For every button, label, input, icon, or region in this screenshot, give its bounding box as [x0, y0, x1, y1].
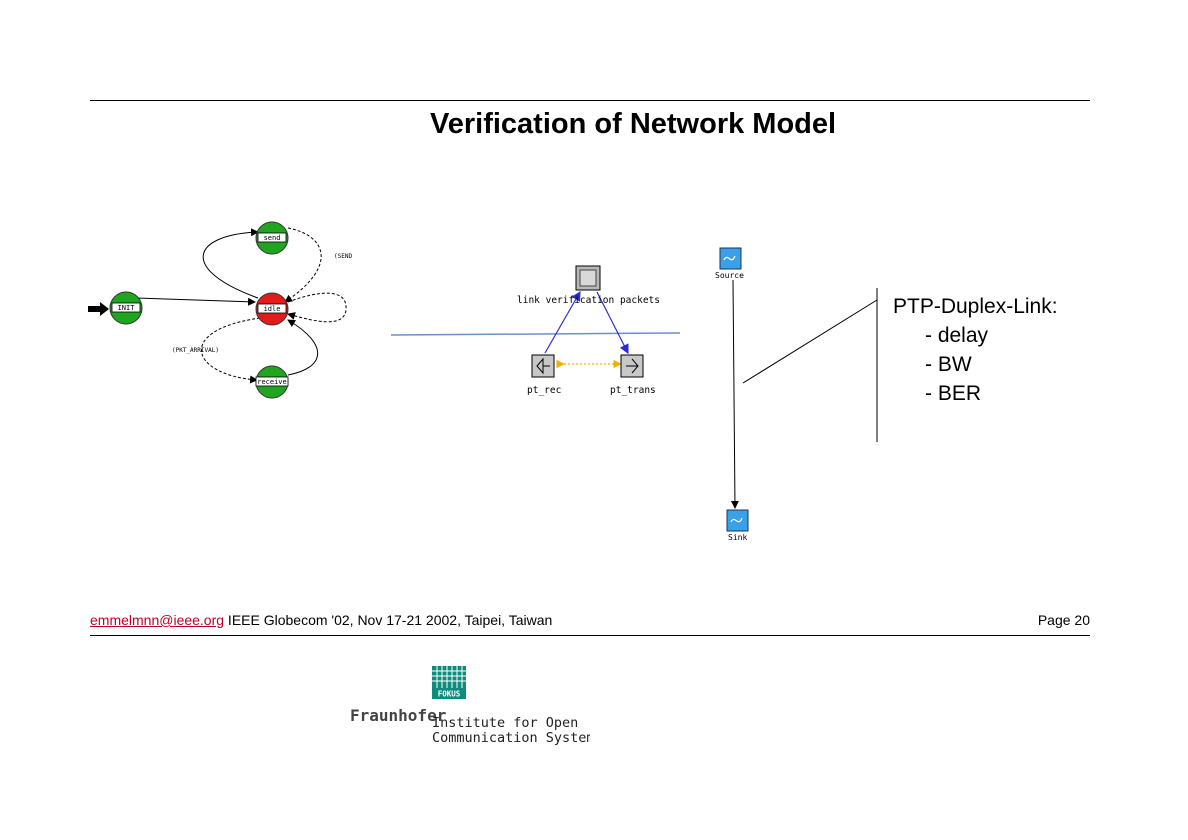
source-node-icon	[719, 247, 742, 270]
source-label: Source	[715, 271, 744, 280]
footer-conference: IEEE Globecom '02, Nov 17-21 2002, Taipe…	[224, 612, 553, 628]
transition-label-send: (SEND	[334, 253, 352, 260]
logo-line-2: Communication Systems	[432, 730, 590, 746]
fokus-grid-icon	[432, 666, 466, 699]
link-attribute-delay: - delay	[925, 324, 989, 347]
transition-idle-receive	[200, 317, 261, 384]
link-attributes: PTP-Duplex-Link: - delay - BW - BER	[893, 292, 1058, 408]
fraunhofer-fokus-logo: FOKUS Fraunhofer Institute for Open Comm…	[350, 666, 590, 746]
page-title: Verification of Network Model	[430, 108, 837, 140]
logo-line-1: Institute for Open	[432, 715, 578, 731]
footer-page-number: Page 20	[1037, 612, 1090, 628]
top-divider	[90, 100, 1090, 101]
state-init: INIT	[109, 291, 143, 325]
link-attributes-heading: PTP-Duplex-Link:	[893, 295, 1058, 318]
state-idle: idle	[255, 292, 289, 326]
pt-trans-transmitter-icon	[620, 354, 644, 378]
svg-text:INIT: INIT	[118, 304, 136, 312]
link-attribute-ber: - BER	[925, 382, 982, 405]
network-model-diagram: Source Sink	[715, 247, 749, 542]
state-receive: receive	[255, 365, 289, 399]
sink-node-icon	[726, 509, 749, 532]
logo-badge-text: FOKUS	[438, 690, 461, 699]
pt-trans-label: pt_trans	[610, 385, 656, 396]
svg-text:receive: receive	[257, 378, 287, 386]
transition-idle-send	[202, 228, 259, 299]
transition-receive-idle	[287, 319, 319, 376]
logo-brand: Fraunhofer	[350, 706, 446, 725]
initial-state-arrow-icon	[88, 302, 109, 316]
pt-rec-receiver-icon	[531, 354, 555, 378]
state-send: send	[255, 221, 289, 255]
process-model-fsm: send INIT idle receive (SEND (PKT_ARRIVA…	[88, 221, 352, 399]
node-model-diagram: link verification packets pt_rec pt_tran…	[390, 265, 681, 396]
sink-label: Sink	[728, 533, 747, 542]
svg-text:send: send	[264, 234, 281, 242]
callout-pointer-line	[742, 299, 878, 384]
link-verification-label: link verification packets	[517, 295, 660, 306]
transition-send-idle	[284, 227, 322, 303]
footer: emmelmnn@ieee.org IEEE Globecom '02, Nov…	[90, 612, 1090, 630]
pt-rec-label: pt_rec	[527, 385, 561, 396]
transition-label-pkt-arrival: (PKT_ARRIVAL)	[172, 347, 219, 354]
ptp-duplex-link	[730, 279, 739, 509]
stream-rec-to-top	[544, 290, 581, 354]
footer-email-link[interactable]: emmelmnn@ieee.org	[90, 612, 225, 628]
stream-top-to-trans	[596, 291, 629, 355]
link-attribute-bw: - BW	[925, 353, 972, 376]
callout-lines	[742, 288, 878, 442]
transition-idle-self	[287, 292, 347, 323]
bottom-divider	[90, 635, 1090, 636]
link-verification-module-icon	[575, 265, 601, 291]
svg-text:idle: idle	[264, 305, 281, 313]
transition-init-idle	[135, 297, 256, 306]
subnet-boundary-line	[390, 332, 681, 336]
